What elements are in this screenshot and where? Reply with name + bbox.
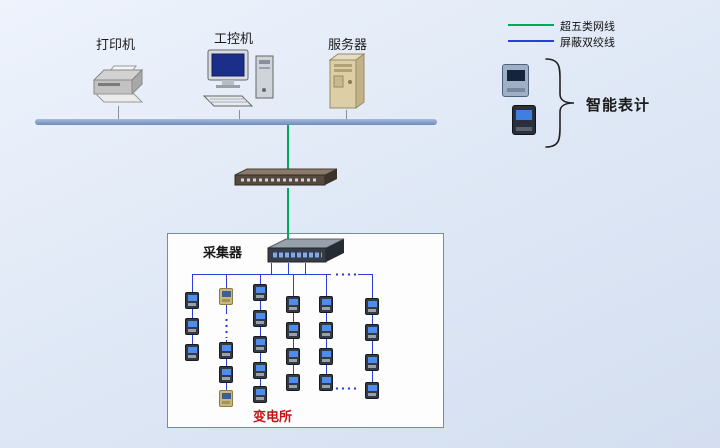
printer-label: 打印机 bbox=[96, 38, 136, 53]
meter-icon bbox=[185, 344, 199, 361]
stp-distribution-line bbox=[358, 274, 373, 275]
stp-column-line-1 bbox=[192, 274, 193, 352]
stp-column-line-3 bbox=[260, 274, 261, 394]
meter-icon bbox=[185, 292, 199, 309]
legend-stp-label: 屏蔽双绞线 bbox=[560, 36, 615, 49]
computer-drop-line bbox=[239, 110, 240, 120]
printer-icon bbox=[92, 65, 144, 103]
meter-icon bbox=[286, 374, 300, 391]
legend-stp-line-sample bbox=[508, 40, 554, 42]
meter-icon bbox=[253, 310, 267, 327]
ethernet-bus-line bbox=[35, 119, 437, 125]
substation-label: 变电所 bbox=[253, 410, 293, 425]
meter-icon bbox=[319, 348, 333, 365]
meter-icon bbox=[185, 318, 199, 335]
collector-device-icon bbox=[267, 238, 345, 263]
cat5-line-bus-to-switch bbox=[287, 125, 289, 169]
meter-icon bbox=[365, 354, 379, 371]
meter-icon bbox=[319, 296, 333, 313]
meter-icon bbox=[365, 324, 379, 341]
meter-icon bbox=[319, 374, 333, 391]
ellipsis-dots-h bbox=[334, 387, 356, 390]
stp-stub-line bbox=[305, 263, 306, 274]
meter-icon bbox=[253, 336, 267, 353]
meter-icon bbox=[253, 284, 267, 301]
industrial-pc-label: 工控机 bbox=[214, 32, 254, 47]
stp-stub-line bbox=[288, 263, 289, 274]
meter-icon bbox=[253, 362, 267, 379]
legend-cat5-line-sample bbox=[508, 24, 554, 26]
cat5-line-switch-to-collector bbox=[287, 188, 289, 242]
network-switch-icon bbox=[234, 168, 338, 186]
ellipsis-dots-v bbox=[225, 317, 228, 338]
meter-icon bbox=[286, 296, 300, 313]
stp-stub-line bbox=[271, 263, 272, 274]
smart-meter-label: 智能表计 bbox=[586, 96, 651, 114]
server-drop-line bbox=[346, 110, 347, 120]
ellipsis-dots-h bbox=[334, 273, 356, 276]
meter-icon bbox=[365, 298, 379, 315]
collector-label: 采集器 bbox=[203, 246, 243, 261]
meter-icon bbox=[286, 348, 300, 365]
meter-icon bbox=[319, 322, 333, 339]
stp-distribution-line bbox=[192, 274, 331, 275]
curly-brace-icon bbox=[545, 58, 575, 148]
meter-icon bbox=[219, 390, 233, 407]
meter-icon bbox=[219, 342, 233, 359]
printer-drop-line bbox=[118, 106, 119, 120]
smart-meter-icon-2 bbox=[512, 105, 536, 135]
legend-cat5-label: 超五类网线 bbox=[560, 20, 615, 33]
meter-icon bbox=[365, 382, 379, 399]
computer-icon bbox=[202, 49, 274, 107]
meter-icon bbox=[286, 322, 300, 339]
server-label: 服务器 bbox=[328, 38, 368, 53]
meter-icon bbox=[219, 366, 233, 383]
meter-icon bbox=[253, 386, 267, 403]
meter-icon bbox=[219, 288, 233, 305]
server-tower-icon bbox=[328, 53, 366, 109]
smart-meter-icon-1 bbox=[502, 64, 529, 97]
